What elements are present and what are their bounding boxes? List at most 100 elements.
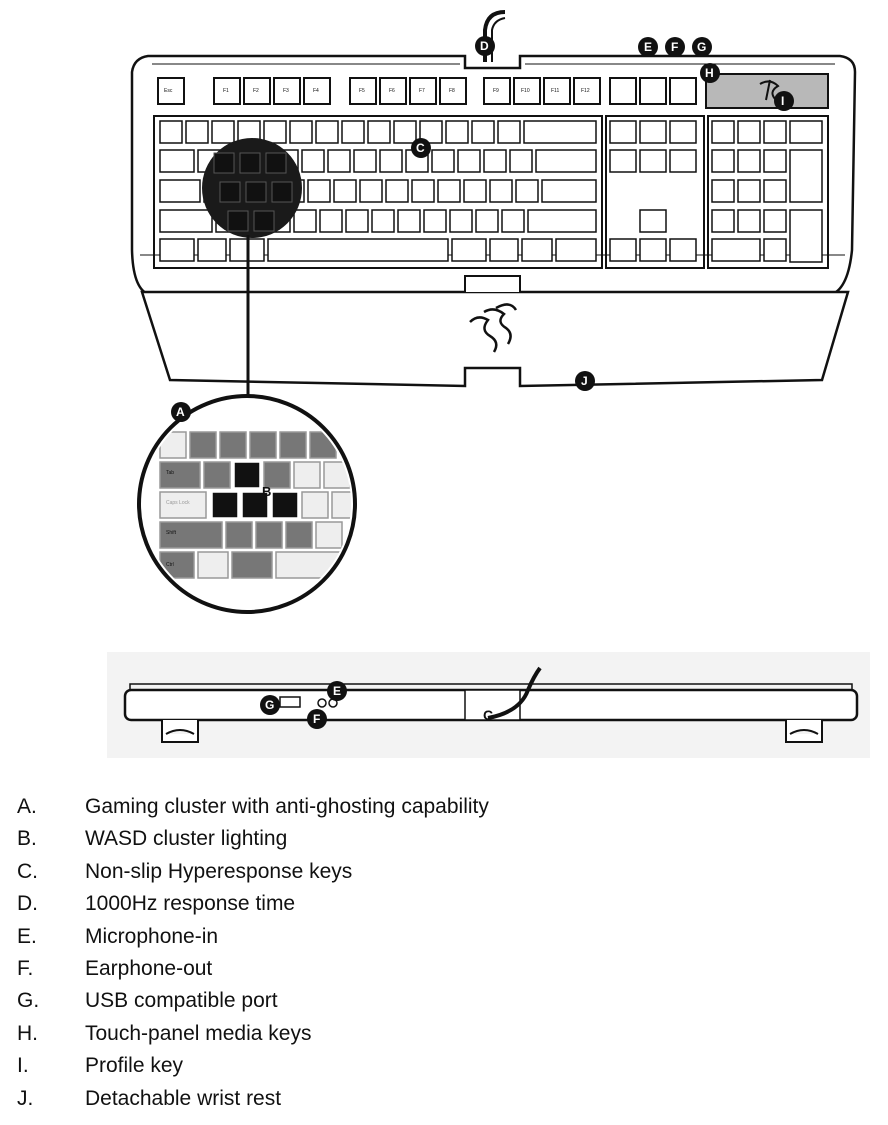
legend-text: Earphone-out [85,956,213,980]
legend-letter: G. [17,989,40,1013]
svg-text:E: E [644,40,652,54]
svg-text:F9: F9 [493,88,499,94]
legend-item: A. Gaming cluster with anti-ghosting capa… [17,793,877,825]
legend-text: Non-slip Hyperesponse keys [85,859,353,883]
svg-text:F11: F11 [551,88,559,94]
callout-c-side: C [483,707,493,723]
key-f3 [273,77,301,105]
svg-text:G: G [265,698,274,712]
legend-letter: C. [17,859,38,883]
svg-text:Caps Lock: Caps Lock [166,500,190,506]
legend-text: Microphone-in [85,924,219,948]
legend-item: B. WASD cluster lighting [17,825,877,857]
svg-text:F10: F10 [521,88,530,94]
razer-logo [469,303,518,353]
legend-letter: J. [17,1086,34,1110]
legend-letter: B. [17,827,37,851]
legend-item: F. Earphone-out [17,955,877,987]
callout-d: D [475,36,495,56]
key-pause [669,77,697,105]
key-scroll [639,77,667,105]
legend-text: WASD cluster lighting [85,827,288,851]
keyboard-side-view [107,652,870,758]
legend-letter: D. [17,892,38,916]
legend-letter: I. [17,1054,29,1078]
callout-i: I [774,91,794,111]
legend-text: Detachable wrist rest [85,1086,282,1110]
svg-text:C: C [483,707,493,723]
legend-letter: A. [17,795,37,818]
keyboard-top-view [130,10,857,297]
callout-f: F [665,37,685,57]
svg-text:I: I [781,94,784,108]
svg-text:Ctrl: Ctrl [166,562,174,568]
key-f2 [243,77,271,105]
svg-text:F12: F12 [581,88,590,94]
svg-text:F6: F6 [389,88,395,94]
legend-letter: H. [17,1021,38,1045]
svg-text:F4: F4 [313,88,319,94]
key-f5 [349,77,377,105]
usb-cable [483,10,506,62]
svg-text:H: H [705,66,714,80]
svg-text:C: C [416,141,425,155]
callout-g-side: G [260,695,280,715]
svg-text:F: F [671,40,678,54]
callout-e: E [638,37,658,57]
svg-text:F3: F3 [283,88,289,94]
svg-text:Shift: Shift [166,530,177,536]
callout-b: B [262,484,271,499]
key-esc [157,77,185,105]
callout-h: H [700,63,720,83]
legend-item: C. Non-slip Hyperesponse keys [17,858,877,890]
key-f9 [483,77,511,105]
svg-text:Esc: Esc [164,88,173,94]
key-f6 [379,77,407,105]
legend-item: D. 1000Hz response time [17,890,877,922]
legend-item: J. Detachable wrist rest [17,1085,877,1117]
audio-jack-earphone [317,698,327,708]
legend-text: Profile key [85,1054,184,1078]
key-f11 [543,77,571,105]
callout-a: A [171,402,191,422]
key-f7 [409,77,437,105]
svg-text:E: E [333,684,341,698]
legend-item: H.Touch-panel media keys [17,1020,877,1052]
key-f4 [303,77,331,105]
callout-f-side: F [307,709,327,729]
callout-g: G [692,37,712,57]
svg-text:A: A [176,405,185,419]
key-f8 [439,77,467,105]
legend-letter: E. [17,924,37,948]
legend-text: USB compatible port [85,989,278,1013]
callout-c: C [411,138,431,158]
svg-text:J: J [581,374,588,388]
usb-port [279,696,301,708]
legend-item: E. Microphone-in [17,923,877,955]
wasd-highlight-top [202,138,302,238]
key-f12 [573,77,601,105]
legend-item: I. Profile key [17,1052,877,1084]
svg-text:B: B [262,484,271,499]
legend-letter: F. [17,956,34,980]
legend-list: A. Gaming cluster with anti-ghosting capa… [17,793,877,1117]
svg-text:Tab: Tab [166,470,174,476]
legend-item: G. USB compatible port [17,987,877,1019]
razer-logo-small [759,79,780,101]
svg-text:F: F [313,712,320,726]
svg-text:F7: F7 [419,88,425,94]
key-f1 [213,77,241,105]
legend-text: Gaming cluster with anti-ghosting capabi… [85,795,489,818]
keyboard-diagram: Esc F1 F2 F3 F4 F5 F6 F7 F8 [107,10,870,758]
callout-e-side: E [327,681,347,701]
svg-text:F1: F1 [223,88,229,94]
wrist-rest [140,275,850,388]
key-print [609,77,637,105]
svg-text:F5: F5 [359,88,365,94]
function-row: Esc F1 F2 F3 F4 F5 F6 F7 F8 [157,77,697,105]
svg-text:G: G [697,40,706,54]
wasd-magnifier: Tab Caps Lock Shift Ctrl [137,394,357,614]
svg-text:F2: F2 [253,88,259,94]
legend-text: 1000Hz response time [85,892,296,916]
side-usb-cable [487,666,542,720]
